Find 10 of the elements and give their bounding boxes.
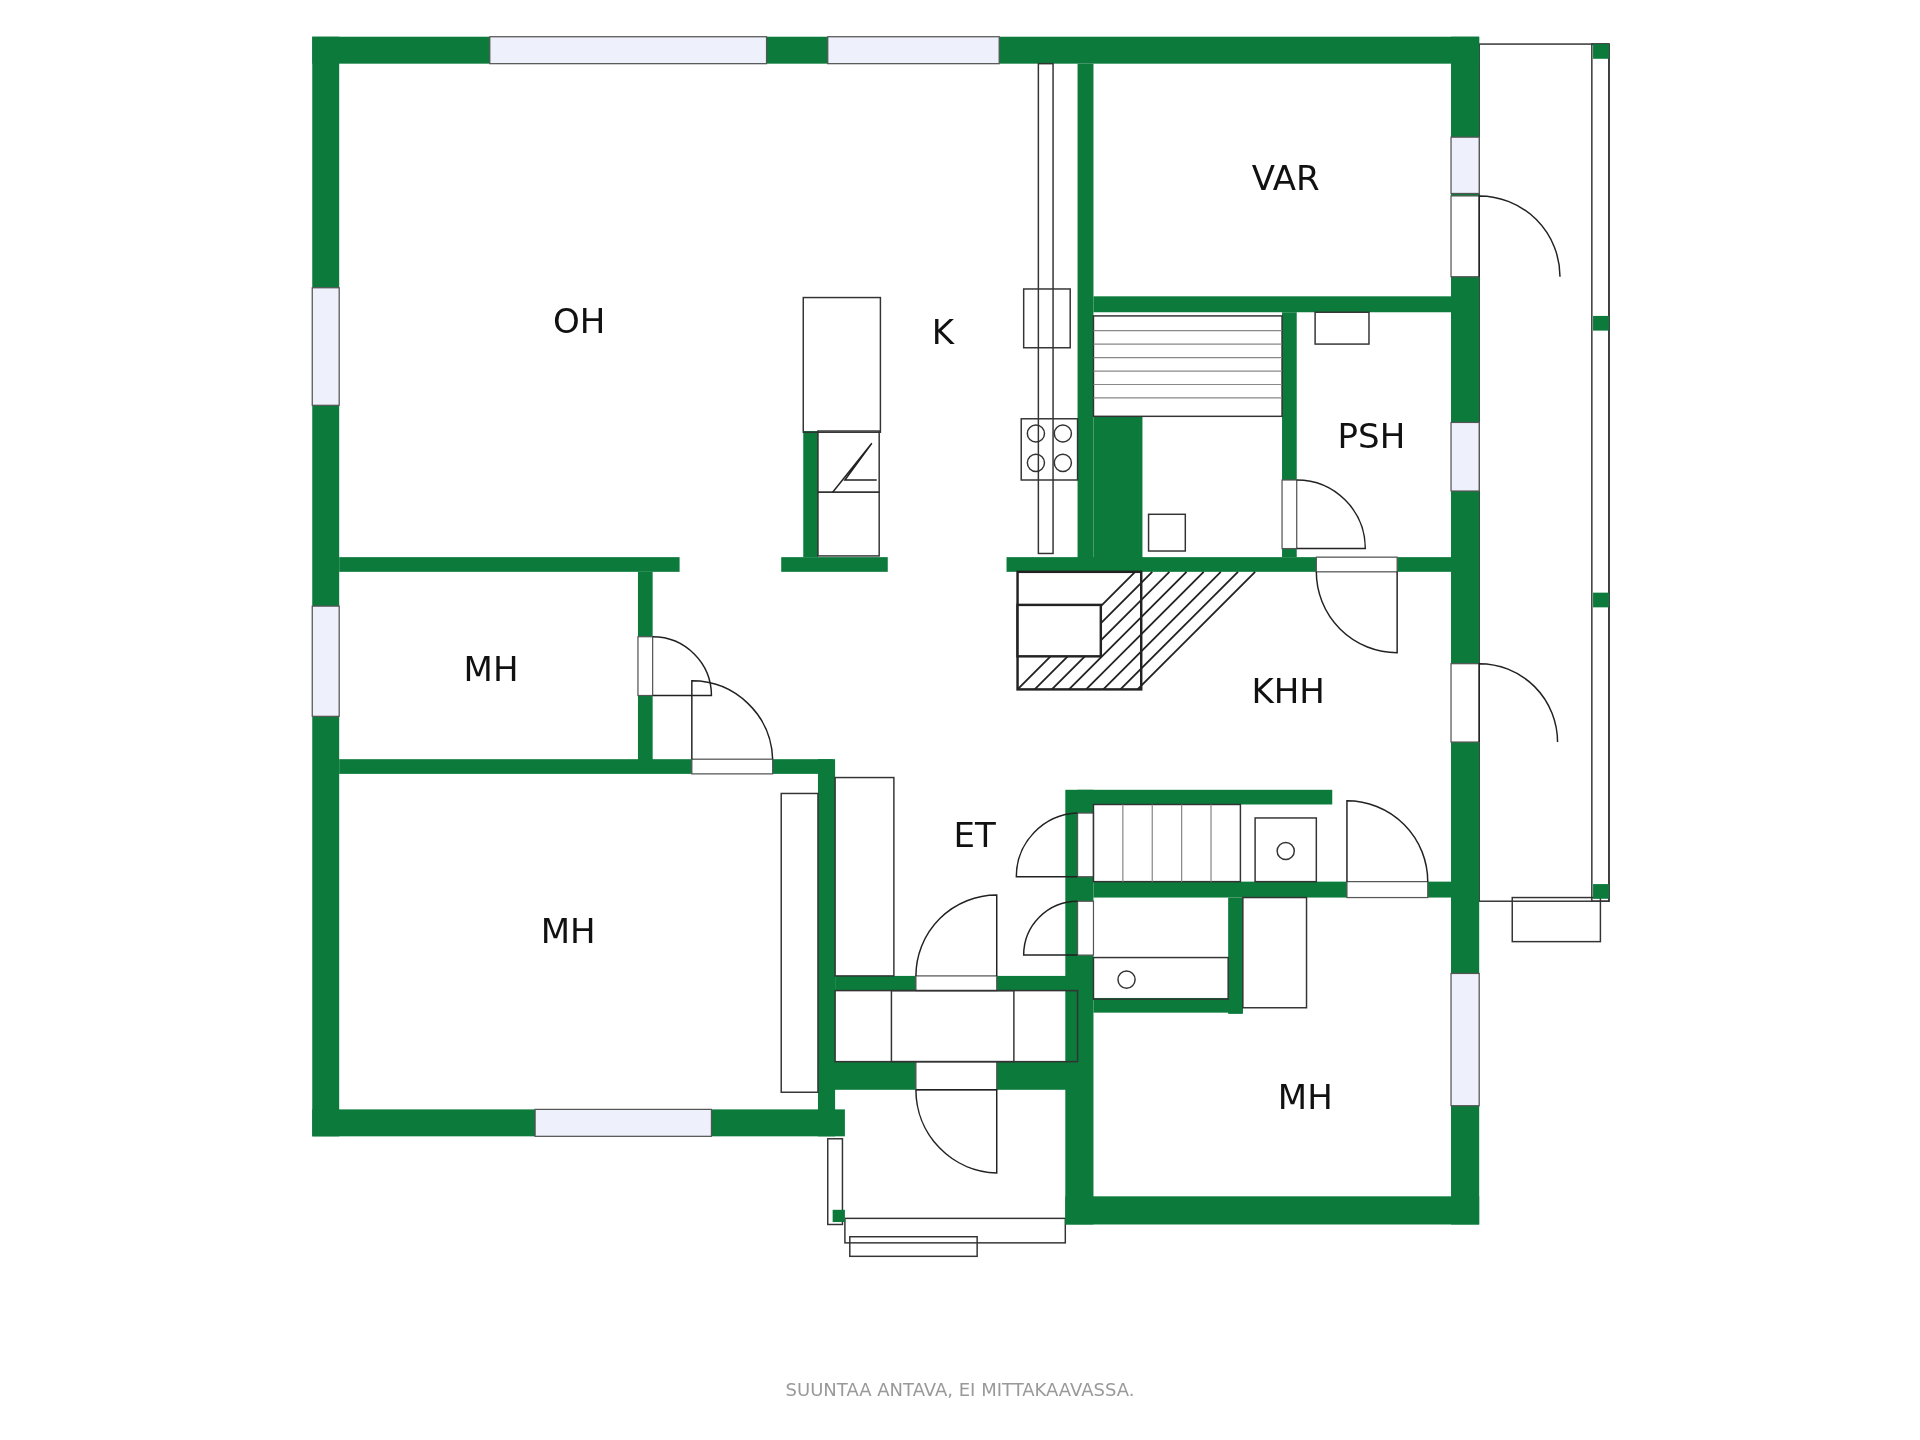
room-label: ET [953, 818, 996, 853]
room-label: VAR [1251, 160, 1320, 195]
room-label: MH [1277, 1080, 1333, 1115]
room-label: KHH [1251, 673, 1325, 708]
caption-text: SUUNTAA ANTAVA, EI MITTAKAAVASSA. [785, 1380, 1135, 1399]
room-label: PSH [1337, 418, 1406, 453]
room-label: OH [553, 303, 606, 338]
room-label: MH [540, 913, 596, 948]
room-label: K [931, 314, 954, 349]
room-label: MH [463, 651, 519, 686]
